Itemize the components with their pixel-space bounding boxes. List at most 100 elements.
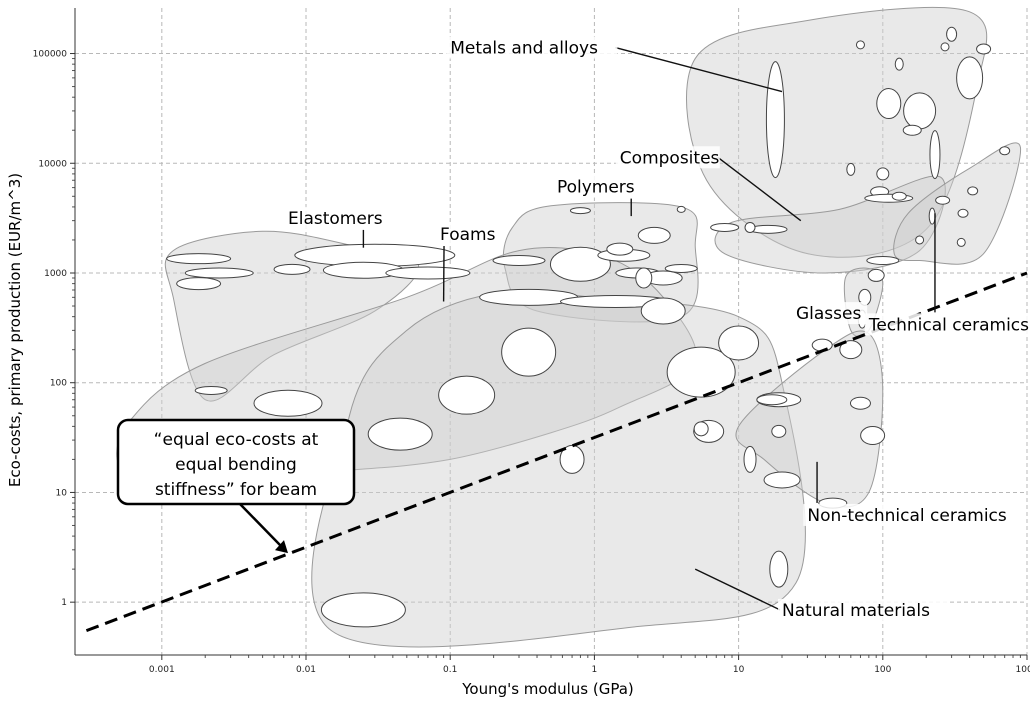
label-natural-materials: Natural materials [782,601,930,621]
material-point [549,246,611,282]
leader-lines [362,46,936,611]
material-point [839,340,863,360]
material-point [569,207,591,215]
material-point [957,208,969,218]
x-tick-label: 100 [874,665,891,675]
axes: 0.001 0.01 0.1 1 10 100 1000 1 10 100 1000 10000 100… [33,8,1030,675]
material-point [640,297,686,325]
material-point [176,277,222,291]
y-tick-label: 1000 [44,269,67,279]
material-point [866,255,900,265]
material-point [273,263,311,275]
x-tick-label: 10 [733,665,745,675]
x-tick-label: 1 [592,665,598,675]
material-point [744,221,756,233]
label-metals-and-alloys: Metals and alloys [450,39,598,59]
y-tick-label: 100 [50,379,67,389]
material-points [129,26,1011,628]
callout-arrow [239,503,285,550]
label-elastomers: Elastomers [288,209,383,229]
material-point [903,92,937,130]
label-non-technical-ceramics: Non-technical ceramics [807,506,1007,526]
label-technical-ceramics: Technical ceramics [868,315,1029,335]
material-point [385,266,471,280]
material-point [743,445,757,473]
material-point [194,385,228,395]
material-point [855,40,865,50]
material-point [915,235,925,245]
label-background-polymers [552,175,638,198]
x-tick-label: 0.1 [443,665,457,675]
callout-line: “equal eco-costs at [154,430,319,450]
label-background-metals-and-alloys [446,36,618,59]
material-point [956,237,966,247]
material-point [693,421,709,437]
material-point [967,186,979,196]
region-metals-and-alloys [686,6,988,258]
material-point [184,267,254,279]
region-technical-ceramics [893,142,1021,265]
material-point [860,426,886,446]
y-axis-label: Eco-costs, primary production (EUR/m^3) [6,173,24,487]
label-background-natural-materials [778,598,950,621]
material-point [765,61,785,179]
label-background-composites [615,146,720,169]
material-point [891,191,907,201]
material-point [320,592,406,628]
material-point [438,375,496,415]
y-tick-label: 10000 [38,159,67,169]
label-background-foams [436,222,493,245]
y-tick-label: 10 [56,488,68,498]
label-composites: Composites [620,148,720,168]
label-background-non-technical-ceramics [803,503,1023,526]
material-point [876,167,890,181]
label-background-elastomers [283,206,388,229]
material-point [559,444,585,474]
callout-line: stiffness” for beam [155,480,317,500]
x-axis-label: Young's modulus (GPa) [461,680,634,698]
leader-metals-and-alloys [615,46,783,93]
material-point [710,222,740,232]
callout: “equal eco-costs at equal bending stiffnes… [116,418,356,554]
material-point [867,268,885,282]
material-point [253,389,323,417]
material-point [166,253,232,265]
material-point [771,424,787,438]
material-point [718,325,760,361]
material-point [635,267,653,289]
leader-natural-materials [694,568,781,611]
material-point [606,242,634,256]
y-tick-label: 1 [61,598,67,608]
callout-arrowhead [274,540,288,554]
material-point [956,56,984,100]
material-point [849,396,871,410]
material-point [492,254,546,266]
material-point [664,263,698,273]
material-point [976,43,992,55]
material-point [756,394,788,406]
x-tick-label: 0.01 [296,665,316,675]
material-point [876,88,902,120]
material-point [929,130,941,180]
material-point [637,226,671,244]
callout-line: equal bending [175,455,297,475]
label-background-glasses [791,302,868,325]
label-foams: Foams [440,225,496,245]
material-point [666,346,736,398]
material-point [946,26,958,42]
y-tick-label: 100000 [33,50,68,60]
callout-box [116,418,356,506]
material-point [902,124,922,136]
material-point [940,42,950,52]
label-glasses: Glasses [796,304,861,324]
reference-line-layer [85,271,1028,633]
family-labels: Metals and alloysCompositesPolymersElast… [283,36,1030,621]
material-point [999,146,1011,156]
material-point [846,162,856,176]
material-point [676,205,686,213]
label-polymers: Polymers [557,178,635,198]
material-point [501,327,557,377]
x-tick-label: 1000 [1016,665,1030,675]
x-tick-label: 0.001 [149,665,175,675]
